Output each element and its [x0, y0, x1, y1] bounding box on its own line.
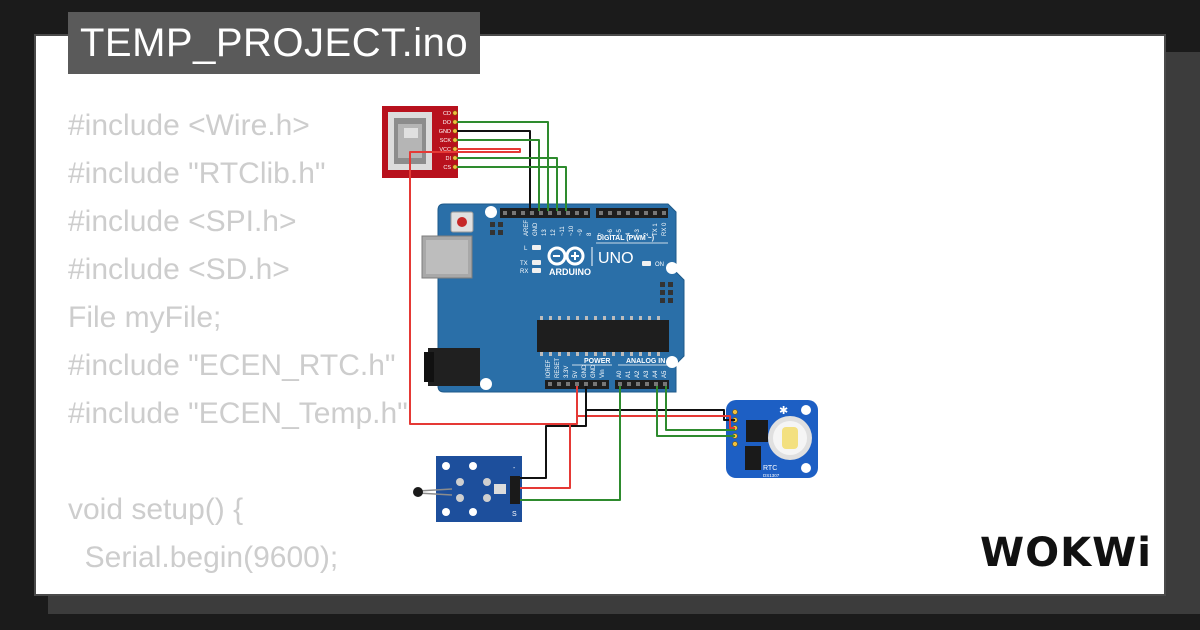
rtc-module[interactable]: ✱ RTC DS1307 — [726, 400, 818, 478]
pin-label-a4: A4 — [653, 370, 659, 378]
power-header-label: POWER — [584, 358, 610, 365]
arduino-logo-icon — [547, 246, 585, 266]
pin-label-2: 2 — [644, 232, 650, 236]
code-line: #include "ECEN_Temp.h" — [68, 397, 408, 430]
code-line: #include <SPI.h> — [68, 205, 297, 238]
pin-label-reset: RESET — [555, 358, 561, 378]
pin-label-11: ~11 — [560, 226, 566, 236]
sd-pin-cd: CD — [443, 111, 451, 117]
project-title[interactable]: TEMP_PROJECT.ino — [68, 12, 481, 74]
code-preview: #include <Wire.h> #include "RTClib.h" #i… — [68, 102, 408, 582]
pin-label-5: ~5 — [617, 228, 623, 236]
pin-label-gnd-a: GND — [582, 364, 588, 378]
arduino-model-label: UNO — [598, 250, 634, 267]
pin-label-gnd: GND — [533, 222, 539, 236]
led-on-label: ON — [655, 262, 664, 268]
wokwi-logo-text: WOKWi — [980, 530, 1150, 576]
pin-label-12: 12 — [551, 229, 557, 236]
code-line: Serial.begin(9600); — [68, 541, 339, 574]
sensor-pin-minus-label: - — [513, 465, 516, 472]
code-line: #include "RTClib.h" — [68, 157, 326, 190]
pin-label-4: 4 — [626, 232, 632, 236]
pin-label-a5: A5 — [662, 370, 668, 378]
thermistor-icon — [413, 487, 423, 497]
sd-pin-cs: CS — [443, 165, 451, 171]
pin-label-a1: A1 — [626, 370, 632, 378]
digital-header-label: DIGITAL (PWM ~) — [597, 235, 654, 242]
pin-label-10: ~10 — [569, 225, 575, 236]
pin-label-a0: A0 — [617, 370, 623, 378]
code-line: #include <Wire.h> — [68, 109, 310, 142]
sd-pin-di: DI — [446, 156, 452, 162]
sensor-pin-s-label: S — [512, 511, 517, 518]
wires — [409, 121, 735, 501]
pin-label-a3: A3 — [644, 370, 650, 378]
temperature-sensor-module[interactable]: - S — [413, 456, 522, 522]
arduino-brand-label: ARDUINO — [549, 267, 591, 277]
pin-label-3v3: 3.3V — [564, 366, 570, 378]
code-line: #include "ECEN_RTC.h" — [68, 349, 396, 382]
sd-pin-vcc: VCC — [439, 147, 451, 153]
sd-card-module[interactable]: CD DO GND SCK VCC DI CS — [382, 106, 458, 178]
pin-label-9: ~9 — [578, 228, 584, 236]
pin-label-vin: Vin — [600, 369, 606, 378]
analog-header-label: ANALOG IN — [626, 358, 665, 365]
pin-label-13: 13 — [542, 229, 548, 236]
pin-label-3: ~3 — [635, 228, 641, 236]
code-line: File myFile; — [68, 301, 222, 334]
adafruit-star-icon: ✱ — [779, 404, 788, 417]
code-line: #include <SD.h> — [68, 253, 290, 286]
led-tx-label: TX — [520, 261, 528, 267]
sd-pin-gnd: GND — [439, 129, 451, 135]
pin-label-gnd-b: GND — [591, 364, 597, 378]
rtc-chip-label: DS1307 — [763, 473, 780, 478]
pin-label-tx1: TX 1 — [653, 223, 659, 236]
led-l-label: L — [524, 246, 528, 252]
sd-pin-sck: SCK — [440, 138, 452, 144]
pin-label-7: 7 — [599, 232, 605, 236]
led-rx-label: RX — [520, 269, 528, 275]
pin-label-aref: AREF — [524, 220, 530, 236]
arduino-uno-board[interactable]: AREF GND 13 12 ~11 ~10 ~9 8 7 ~6 ~5 4 ~3… — [421, 203, 685, 393]
sd-pin-do: DO — [443, 120, 452, 126]
pin-label-8: 8 — [587, 232, 593, 236]
code-line: void setup() { — [68, 493, 244, 526]
wokwi-logo-icon: WOKWi — [980, 530, 1150, 576]
pin-label-6: ~6 — [608, 228, 614, 236]
pin-label-5v: 5V — [573, 371, 579, 378]
pin-label-a2: A2 — [635, 370, 641, 378]
pin-label-rx0: RX 0 — [662, 222, 668, 236]
pin-label-ioref: IOREF — [546, 359, 552, 378]
rtc-label: RTC — [763, 465, 777, 472]
